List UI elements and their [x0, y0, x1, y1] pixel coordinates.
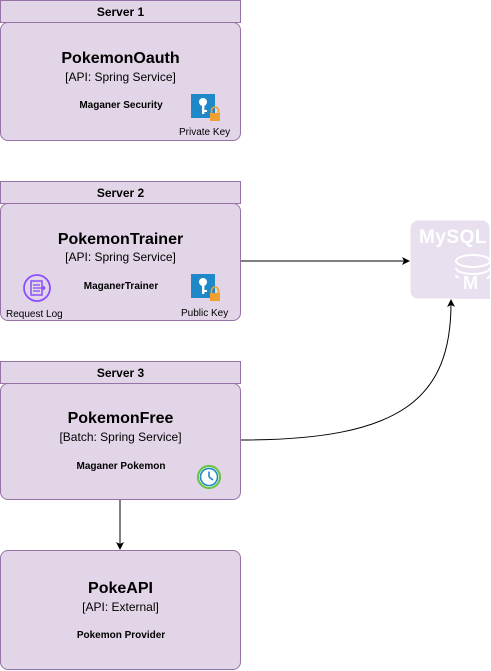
module-label: MaganerTrainer: [83, 281, 159, 292]
external-title: PokeAPI: [88, 580, 153, 597]
pokemonfree-service-box[interactable]: PokemonFree [Batch: Spring Service] Maga…: [0, 383, 241, 500]
server-3-header: Server 3: [0, 361, 241, 384]
log-label: Request Log: [6, 309, 63, 320]
scheduler-clock-icon: [196, 464, 222, 495]
pokemontrainer-service-box[interactable]: PokemonTrainer [API: Spring Service] Mag…: [0, 203, 241, 321]
mysql-logo-text: MySQL: [419, 227, 487, 248]
private-key-icon: [191, 94, 223, 127]
mysql-database-icon[interactable]: MySQL M: [409, 219, 491, 301]
module-label: Maganer Pokemon: [76, 461, 166, 472]
key-label: Private Key: [179, 127, 231, 138]
service-subtitle: [Batch: Spring Service]: [59, 430, 182, 444]
server-2-header: Server 2: [0, 181, 241, 204]
request-log-icon: [22, 273, 52, 308]
public-key-icon: [191, 274, 223, 307]
external-subtitle: [API: External]: [82, 600, 159, 614]
service-subtitle: [API: Spring Service]: [65, 250, 176, 264]
mysql-badge: M: [463, 273, 478, 293]
pokeapi-external-box[interactable]: PokeAPI [API: External] Pokemon Provider: [0, 550, 241, 670]
module-label: Pokemon Provider: [76, 630, 166, 641]
key-label: Public Key: [181, 308, 229, 319]
module-label: Maganer Security: [79, 100, 163, 111]
service-subtitle: [API: Spring Service]: [65, 70, 176, 84]
free-to-mysql-arrow: [240, 299, 456, 441]
service-title: PokemonOauth: [61, 50, 180, 67]
pokemonoauth-service-box[interactable]: PokemonOauth [API: Spring Service] Magan…: [0, 22, 241, 141]
service-title: PokemonFree: [67, 410, 174, 427]
service-title: PokemonTrainer: [57, 231, 184, 248]
